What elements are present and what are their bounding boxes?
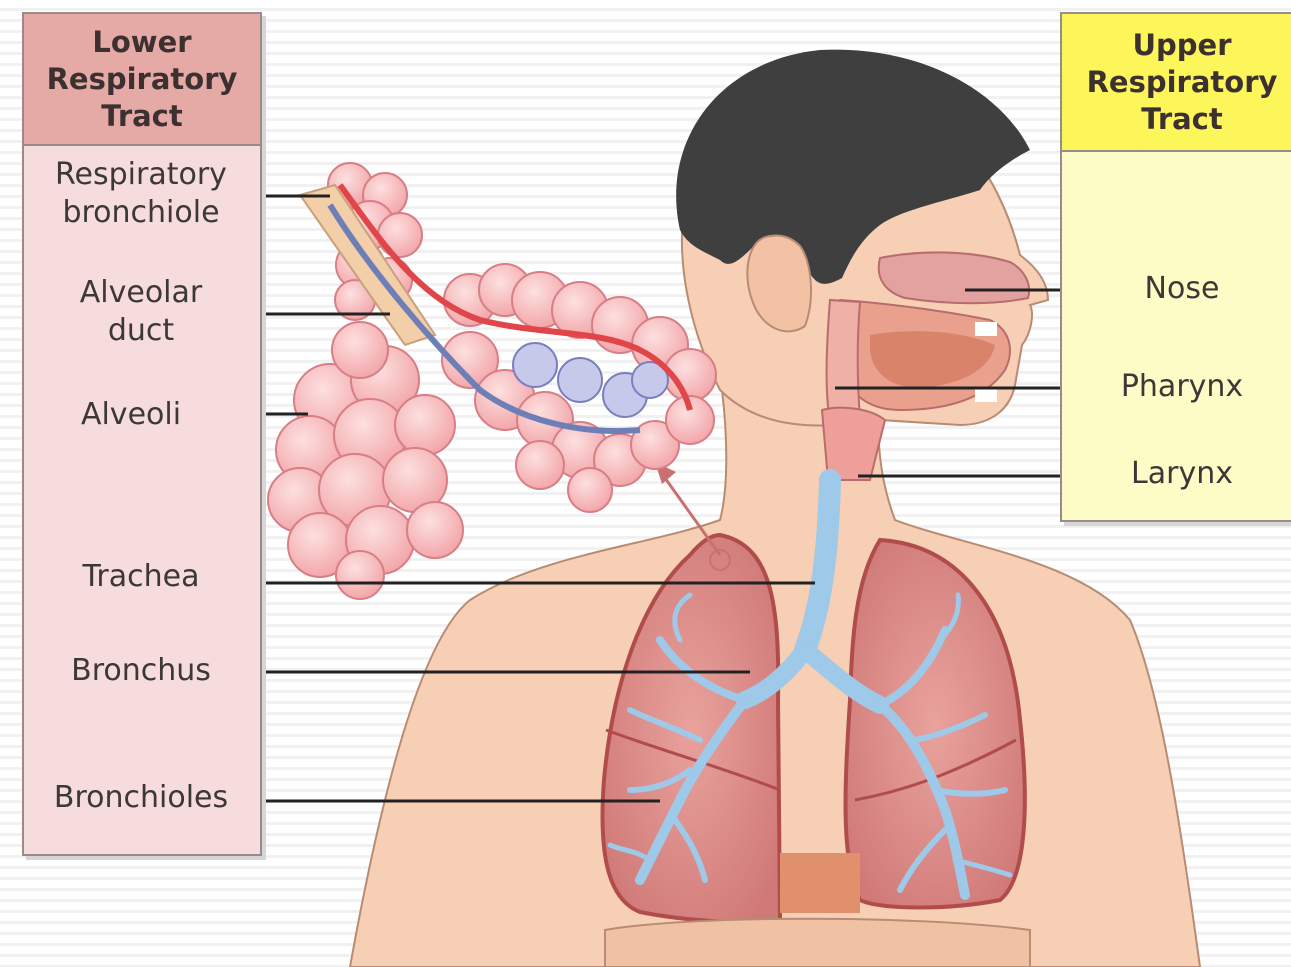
label-alveolar-duct: Alveolar duct <box>24 274 258 350</box>
label-bronchioles: Bronchioles <box>24 779 258 817</box>
label-nose: Nose <box>1062 270 1291 308</box>
label-bronchus: Bronchus <box>24 652 258 690</box>
nasal-cavity <box>879 252 1029 303</box>
lower-tract-title: Lower Respiratory Tract <box>47 24 238 135</box>
lower-teeth <box>975 388 997 402</box>
heart-area <box>780 853 860 913</box>
pharynx-shape <box>827 300 860 420</box>
label-larynx: Larynx <box>1062 455 1291 493</box>
label-respiratory-bronchiole: Respiratory bronchiole <box>24 156 258 232</box>
upper-tract-title: Upper Respiratory Tract <box>1087 27 1278 138</box>
head <box>676 50 1048 426</box>
lower-tract-panel: Lower Respiratory Tract <box>22 12 262 856</box>
label-pharynx: Pharynx <box>1062 368 1291 406</box>
upper-tract-header: Upper Respiratory Tract <box>1062 14 1291 152</box>
upper-tract-panel: Upper Respiratory Tract <box>1060 12 1291 522</box>
label-alveoli: Alveoli <box>14 396 248 434</box>
upper-teeth <box>975 322 997 336</box>
label-trachea: Trachea <box>24 558 258 596</box>
lower-tract-header: Lower Respiratory Tract <box>24 14 260 146</box>
diaphragm <box>605 919 1030 967</box>
